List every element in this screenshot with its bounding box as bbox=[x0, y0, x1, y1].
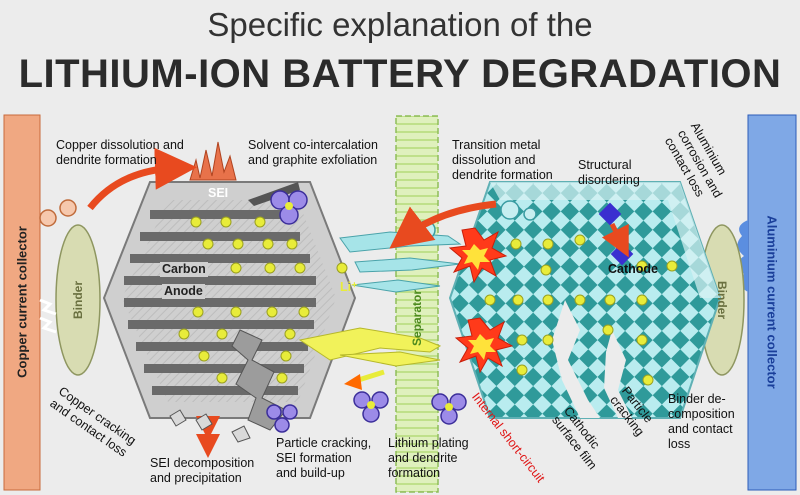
label-solvent: Solvent co-intercalation and graphite ex… bbox=[248, 138, 378, 168]
label-line: Particle cracking, bbox=[276, 436, 372, 450]
aluminium-collector bbox=[747, 114, 797, 491]
label-line: Binder de- bbox=[668, 392, 726, 406]
label-line: and dendrite bbox=[388, 451, 458, 465]
label-line: SEI decomposition bbox=[150, 456, 255, 470]
label-line: formation bbox=[388, 466, 441, 480]
label-line: and precipitation bbox=[150, 471, 242, 485]
label-line: and contact bbox=[668, 422, 733, 436]
anode-label: Anode bbox=[162, 284, 205, 299]
li-particles-cathode bbox=[484, 234, 678, 386]
label-line: Structural bbox=[578, 158, 632, 172]
label-lithium-plating: Lithium plating and dendrite formation bbox=[388, 436, 469, 481]
separator-shape bbox=[395, 115, 439, 493]
li-ion-label: Li⁺ bbox=[340, 280, 358, 294]
solvent-molecules bbox=[266, 190, 467, 433]
label-line: disordering bbox=[578, 173, 640, 187]
binder-right-label: Binder bbox=[715, 280, 729, 320]
copper-particles bbox=[39, 199, 77, 227]
cathode-label: Cathode bbox=[608, 262, 658, 276]
label-transition-metal: Transition metal dissolution and dendrit… bbox=[452, 138, 553, 183]
label-line: SEI formation bbox=[276, 451, 352, 465]
sei-label: SEI bbox=[208, 186, 229, 200]
binder-left-label: Binder bbox=[71, 280, 85, 320]
label-line: and graphite exfoliation bbox=[248, 153, 378, 167]
label-line: dendrite formation bbox=[56, 153, 157, 167]
label-line: Transition metal bbox=[452, 138, 541, 152]
lithium-plating-dendrites bbox=[298, 327, 442, 367]
label-line: Copper dissolution and bbox=[56, 138, 184, 152]
transition-metal-dendrites bbox=[339, 231, 462, 293]
label-sei-decomposition: SEI decomposition and precipitation bbox=[150, 456, 254, 486]
label-line: composition bbox=[668, 407, 735, 421]
li-particles-anode bbox=[178, 216, 348, 384]
label-line: dissolution and bbox=[452, 153, 536, 167]
carbon-label: Carbon bbox=[160, 262, 208, 277]
copper-collector-label: Copper current collector bbox=[14, 226, 30, 378]
aluminium-collector-label: Aluminium current collector bbox=[764, 215, 780, 389]
label-line: Lithium plating bbox=[388, 436, 469, 450]
separator-label: Separator bbox=[410, 289, 424, 347]
binder-left-shape bbox=[55, 224, 101, 376]
label-particle-cracking-anode: Particle cracking, SEI formation and bui… bbox=[276, 436, 371, 481]
title-line-1: Specific explanation of the bbox=[207, 6, 593, 43]
label-line: loss bbox=[668, 437, 691, 451]
label-line: Solvent co-intercalation bbox=[248, 138, 378, 152]
copper-collector bbox=[3, 114, 41, 491]
label-copper-dissolution: Copper dissolution and dendrite formatio… bbox=[56, 138, 184, 168]
label-line: dendrite formation bbox=[452, 168, 553, 182]
label-structural: Structural disordering bbox=[578, 158, 640, 188]
graphite-layers bbox=[124, 210, 316, 395]
label-line: and build-up bbox=[276, 466, 345, 480]
copper-dendrite bbox=[189, 141, 237, 181]
label-binder-decomposition: Binder de- composition and contact loss bbox=[668, 392, 735, 452]
title-line-2: LITHIUM-ION BATTERY DEGRADATION bbox=[18, 52, 782, 96]
